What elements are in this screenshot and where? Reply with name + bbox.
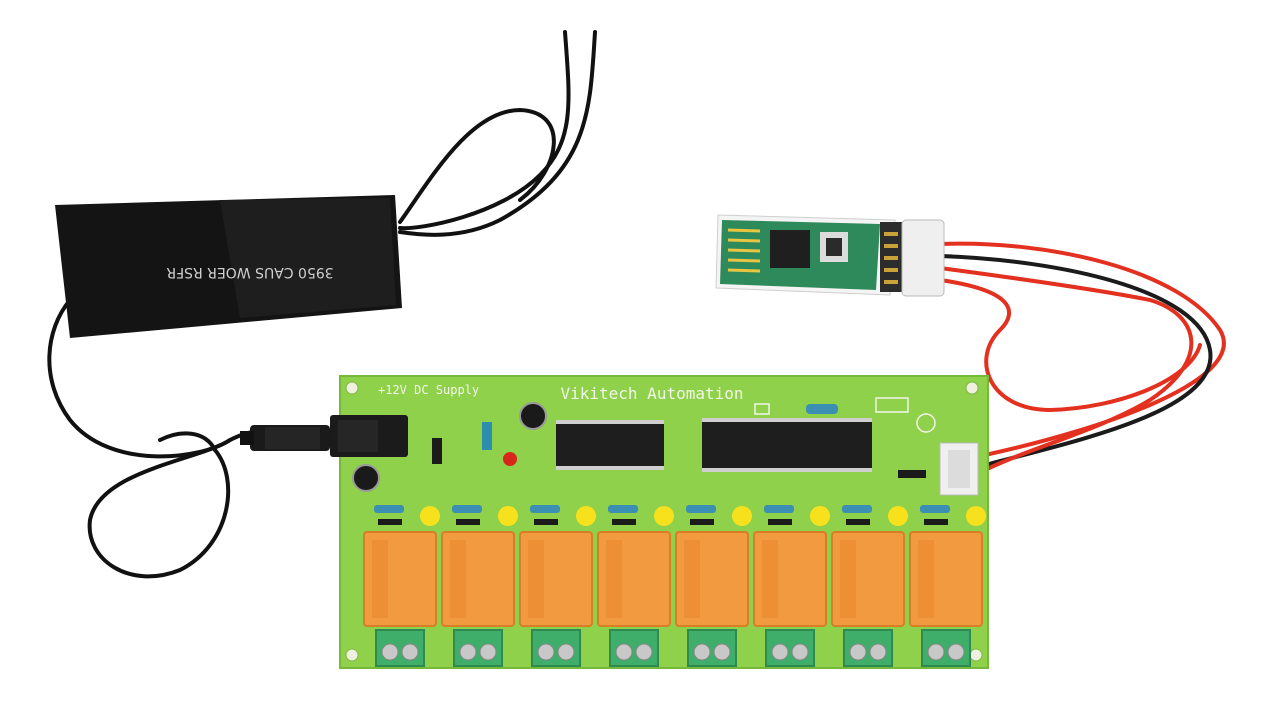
- dc-plug: [240, 425, 330, 451]
- channel-led: [654, 506, 674, 526]
- battery-cable: [47, 30, 597, 579]
- terminal-screw: [693, 643, 711, 661]
- channel-resistor: [374, 505, 404, 513]
- relay-marking: [528, 540, 544, 618]
- channel-led: [420, 506, 440, 526]
- relay-marking: [606, 540, 622, 618]
- channel-led: [810, 506, 830, 526]
- relay-marking: [918, 540, 934, 618]
- board-title: Vikitech Automation: [560, 384, 743, 403]
- capacitor: [519, 402, 547, 430]
- terminal-screw: [557, 643, 575, 661]
- channel-resistor: [686, 505, 716, 513]
- supply-label: +12V DC Supply: [378, 383, 479, 397]
- channel-resistor: [764, 505, 794, 513]
- channel-diode: [924, 519, 948, 525]
- channel-led: [732, 506, 752, 526]
- channel-diode: [456, 519, 480, 525]
- channel-diode: [534, 519, 558, 525]
- capacitor: [352, 464, 380, 492]
- channel-resistor: [842, 505, 872, 513]
- power-led: [503, 452, 517, 466]
- terminal-screw: [615, 643, 633, 661]
- channel-diode: [378, 519, 402, 525]
- channel-diode: [690, 519, 714, 525]
- ic-chip: [556, 424, 664, 466]
- terminal-screw: [381, 643, 399, 661]
- channel-diode: [612, 519, 636, 525]
- terminal-screw: [947, 643, 965, 661]
- terminal-screw: [479, 643, 497, 661]
- relay-marking: [762, 540, 778, 618]
- channel-resistor: [608, 505, 638, 513]
- terminal-screw: [927, 643, 945, 661]
- channel-diode: [768, 519, 792, 525]
- diode: [898, 470, 926, 478]
- channel-led: [576, 506, 596, 526]
- terminal-screw: [791, 643, 809, 661]
- ic-chip: [702, 422, 872, 468]
- channel-led: [966, 506, 986, 526]
- terminal-screw: [849, 643, 867, 661]
- battery-pack: 3950 CAUS WOER RSFR: [55, 195, 402, 338]
- channel-led: [498, 506, 518, 526]
- relay-board: +12V DC Supply Vikitech Automation: [330, 375, 989, 669]
- channel-resistor: [530, 505, 560, 513]
- relay-marking: [450, 540, 466, 618]
- channel-diode: [846, 519, 870, 525]
- terminal-screw: [771, 643, 789, 661]
- terminal-screw: [459, 643, 477, 661]
- channel-resistor: [452, 505, 482, 513]
- channel-led: [888, 506, 908, 526]
- bluetooth-module: [715, 214, 945, 297]
- relay-marking: [840, 540, 856, 618]
- bluetooth-wires: [938, 241, 1226, 472]
- relay-marking: [684, 540, 700, 618]
- terminal-screw: [713, 643, 731, 661]
- channel-resistor: [920, 505, 950, 513]
- terminal-screw: [537, 643, 555, 661]
- battery-pack-label: 3950 CAUS WOER RSFR: [166, 264, 334, 280]
- bluetooth-antenna: [727, 228, 761, 273]
- diode: [432, 438, 442, 464]
- terminal-screw: [869, 643, 887, 661]
- terminal-screw: [401, 643, 419, 661]
- terminal-screw: [635, 643, 653, 661]
- resistor: [482, 422, 492, 450]
- relay-marking: [372, 540, 388, 618]
- resistor: [806, 404, 838, 414]
